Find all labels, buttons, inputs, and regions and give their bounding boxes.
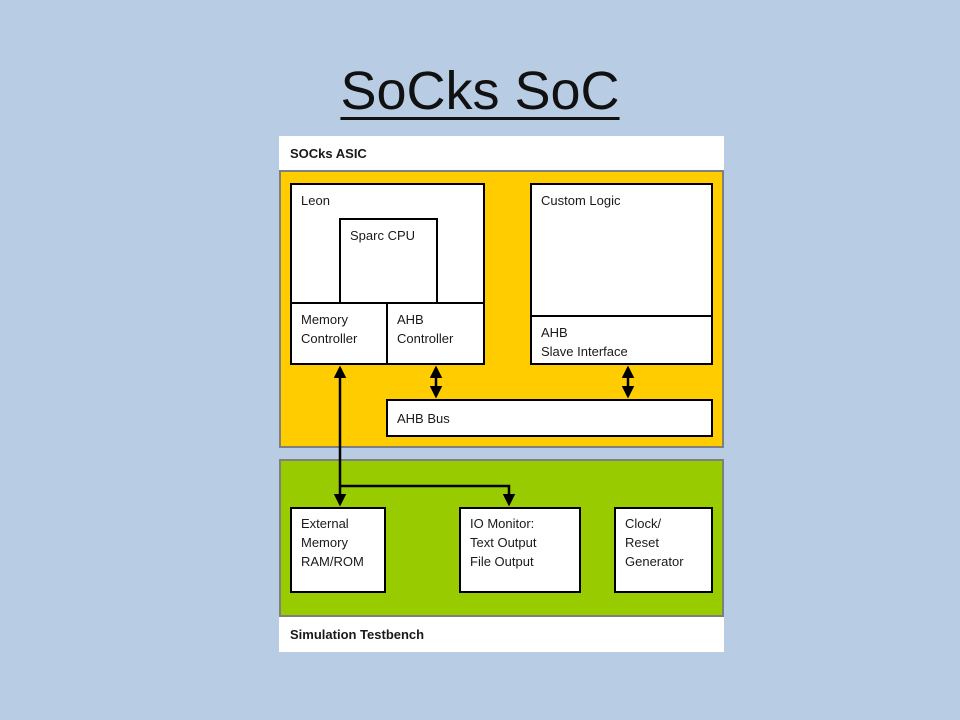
sparc-cpu-label: Sparc CPU [350, 228, 416, 243]
slave-interface-line-1: AHB [541, 325, 568, 340]
memory-controller-box: Memory Controller [290, 302, 388, 365]
leon-label: Leon [301, 193, 330, 208]
memory-controller-line-2: Controller [301, 331, 358, 346]
external-memory-line-1: External [301, 516, 349, 531]
slave-interface-line-2: Slave Interface [541, 344, 628, 359]
clock-reset-line-2: Reset [625, 535, 659, 550]
ahb-controller-box: AHB Controller [386, 302, 485, 365]
clock-reset-line-3: Generator [625, 554, 684, 569]
io-monitor-line-1: IO Monitor: [470, 516, 535, 531]
ahb-bus-label: AHB Bus [397, 411, 450, 426]
slave-interface-box: AHB Slave Interface [530, 315, 713, 365]
memory-controller-line-1: Memory [301, 312, 348, 327]
slide-title: SoCks SoC [340, 61, 620, 121]
external-memory-line-3: RAM/ROM [301, 554, 364, 569]
io-monitor-line-2: Text Output [470, 535, 537, 550]
sparc-cpu-box: Sparc CPU [339, 218, 438, 305]
ahb-controller-line-1: AHB [397, 312, 424, 327]
io-monitor-line-3: File Output [470, 554, 534, 569]
external-memory-line-2: Memory [301, 535, 348, 550]
ahb-bus-box: AHB Bus [386, 399, 713, 437]
asic-label: SOCks ASIC [279, 136, 724, 170]
testbench-label: Simulation Testbench [279, 617, 724, 652]
clock-reset-box: Clock/ Reset Generator [614, 507, 713, 593]
asic-label-text: SOCks ASIC [290, 145, 367, 161]
testbench-label-text: Simulation Testbench [290, 627, 425, 642]
custom-logic-label: Custom Logic [541, 193, 621, 208]
ahb-controller-line-2: Controller [397, 331, 454, 346]
external-memory-box: External Memory RAM/ROM [290, 507, 386, 593]
io-monitor-box: IO Monitor: Text Output File Output [459, 507, 581, 593]
clock-reset-line-1: Clock/ [625, 516, 662, 531]
